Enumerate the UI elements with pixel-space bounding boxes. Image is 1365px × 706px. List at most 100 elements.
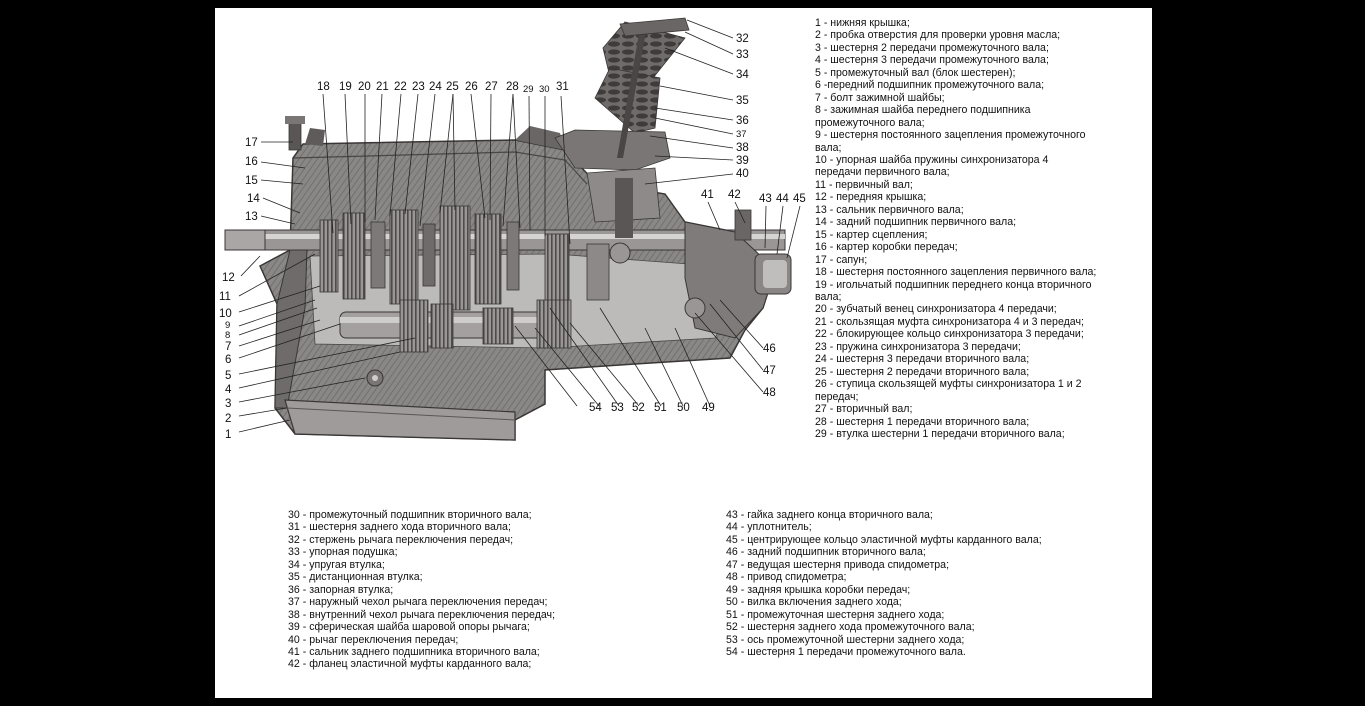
rear-cover-and-flange xyxy=(684,209,792,339)
legend-item-7: 7 - болт зажимной шайбы; xyxy=(815,91,945,104)
legend-item-2: 2 - пробка отверстия для проверки уровня… xyxy=(815,29,1061,42)
callout-40: 40 xyxy=(736,168,749,180)
callout-33: 33 xyxy=(736,49,749,61)
legend-item-46: 46 - задний подшипник вторичного вала; xyxy=(726,546,926,559)
callout-44: 44 xyxy=(776,193,789,205)
legend-item-28: 28 - шестерня 1 передачи вторичного вала… xyxy=(815,415,1030,428)
mainshaft-gears xyxy=(319,205,610,311)
legend-item-9-cont: вала; xyxy=(815,141,842,154)
callout-35: 35 xyxy=(736,95,749,107)
countershaft-gear-block xyxy=(339,299,572,387)
callout-14: 14 xyxy=(247,193,260,205)
callout-49: 49 xyxy=(702,402,715,414)
legend-item-42: 42 - фланец эластичной муфты карданного … xyxy=(288,658,532,671)
legend-item-19: 19 - игольчатый подшипник переднего конц… xyxy=(815,278,1092,291)
callout-5: 5 xyxy=(225,370,231,382)
legend-item-8: 8 - зажимная шайба переднего подшипника xyxy=(815,104,1031,117)
callout-17: 17 xyxy=(245,137,258,149)
callout-12: 12 xyxy=(222,272,235,284)
legend-item-44: 44 - уплотнитель; xyxy=(726,521,812,534)
legend-item-38: 38 - внутренний чехол рычага переключени… xyxy=(288,608,556,621)
legend-item-26-cont: передач; xyxy=(815,390,859,403)
callout-18: 18 xyxy=(317,81,330,93)
legend-item-6: 6 -передний подшипник промежуточного вал… xyxy=(815,79,1045,92)
legend-item-8-cont: промежуточного вала; xyxy=(815,116,925,129)
leader-lines xyxy=(238,19,801,433)
legend-item-34: 34 - упругая втулка; xyxy=(288,558,385,571)
callout-27: 27 xyxy=(485,81,498,93)
legend-item-19-cont: вала; xyxy=(815,290,842,303)
callout-41: 41 xyxy=(701,189,714,201)
callout-36: 36 xyxy=(736,115,749,127)
legend-item-3: 3 - шестерня 2 передачи промежуточного в… xyxy=(815,41,1049,54)
callout-9: 9 xyxy=(225,320,230,331)
legend-item-15: 15 - картер сцепления; xyxy=(815,228,928,241)
callout-11: 11 xyxy=(219,291,231,303)
legend-item-5: 5 - промежуточный вал (блок шестерен); xyxy=(815,66,1016,79)
callout-38: 38 xyxy=(736,142,749,154)
legend-item-25: 25 - шестерня 2 передачи вторичного вала… xyxy=(815,365,1030,378)
legend-item-20: 20 - зубчатый венец синхронизатора 4 пер… xyxy=(815,303,1057,316)
legend-item-50: 50 - вилка включения заднего хода; xyxy=(726,596,902,609)
legend-item-35: 35 - дистанционная втулка; xyxy=(288,571,423,584)
legend-item-52: 52 - шестерня заднего хода промежуточног… xyxy=(726,621,975,634)
legend-item-17: 17 - сапун; xyxy=(815,253,868,266)
callout-6: 6 xyxy=(225,354,231,366)
callout-42: 42 xyxy=(728,189,741,201)
legend-column-1: 1 - нижняя крышка; 2 - пробка отверстия … xyxy=(815,17,1147,440)
callout-7: 7 xyxy=(225,341,231,353)
legend-item-31: 31 - шестерня заднего хода вторичного ва… xyxy=(288,521,511,534)
callout-13: 13 xyxy=(245,211,258,223)
callout-19: 19 xyxy=(339,81,352,93)
legend-item-39: 39 - сферическая шайба шаровой опоры рыч… xyxy=(288,621,530,634)
legend-item-33: 33 - упорная подушка; xyxy=(288,546,398,559)
callout-54: 54 xyxy=(589,402,602,414)
callout-25: 25 xyxy=(446,81,459,93)
callout-22: 22 xyxy=(394,81,407,93)
callout-10: 10 xyxy=(219,308,232,320)
callout-21: 21 xyxy=(376,81,389,93)
legend-item-49: 49 - задняя крышка коробки передач; xyxy=(726,583,911,596)
callout-2: 2 xyxy=(225,413,231,425)
legend-item-10-cont: передачи первичного вала; xyxy=(815,166,950,179)
callout-51: 51 xyxy=(654,402,667,414)
callout-16: 16 xyxy=(245,156,258,168)
callout-45: 45 xyxy=(793,193,806,205)
callout-48: 48 xyxy=(763,387,776,399)
callout-20: 20 xyxy=(358,81,371,93)
legend-item-10: 10 - упорная шайба пружины синхронизатор… xyxy=(815,153,1049,166)
legend-item-27: 27 - вторичный вал; xyxy=(815,403,913,416)
legend-item-47: 47 - ведущая шестерня привода спидометра… xyxy=(726,558,950,571)
legend-item-41: 41 - сальник заднего подшипника вторично… xyxy=(288,645,540,658)
callout-26: 26 xyxy=(465,81,478,93)
legend-item-18: 18 - шестерня постоянного зацепления пер… xyxy=(815,266,1097,279)
legend-item-45: 45 - центрирующее кольцо эластичной муфт… xyxy=(726,533,1042,546)
legend-column-3: 43 - гайка заднего конца вторичного вала… xyxy=(726,509,1136,658)
callout-1: 1 xyxy=(225,429,231,441)
legend-item-48: 48 - привод спидометра; xyxy=(726,571,847,584)
callout-numbers: 1 2 3 4 5 6 7 8 9 10 11 12 13 14 15 16 1… xyxy=(219,33,806,441)
gearbox-cutaway-drawing: 1 2 3 4 5 6 7 8 9 10 11 12 13 14 15 16 1… xyxy=(219,17,806,441)
callout-53: 53 xyxy=(611,402,624,414)
legend-item-16: 16 - картер коробки передач; xyxy=(815,241,958,254)
legend-item-26: 26 - ступица скользящей муфты синхрониза… xyxy=(815,378,1082,391)
legend-item-43: 43 - гайка заднего конца вторичного вала… xyxy=(726,509,933,521)
callout-39: 39 xyxy=(736,155,749,167)
legend-item-22: 22 - блокирующее кольцо синхронизатора 3… xyxy=(815,328,1084,341)
legend-item-40: 40 - рычаг переключения передач; xyxy=(288,633,459,646)
legend-item-11: 11 - первичный вал; xyxy=(815,178,913,191)
legend-item-51: 51 - промежуточная шестерня заднего хода… xyxy=(726,608,945,621)
callout-31: 31 xyxy=(556,81,569,93)
legend-item-37: 37 - наружный чехол рычага переключения … xyxy=(288,596,548,609)
legend-item-29: 29 - втулка шестерни 1 передачи вторично… xyxy=(815,427,1065,440)
callout-46: 46 xyxy=(763,343,776,355)
legend-item-36: 36 - запорная втулка; xyxy=(288,583,394,596)
callout-8: 8 xyxy=(225,330,230,341)
callout-24: 24 xyxy=(429,81,442,93)
legend-item-4: 4 - шестерня 3 передачи промежуточного в… xyxy=(815,54,1049,67)
legend-item-32: 32 - стержень рычага переключения переда… xyxy=(288,533,514,546)
legend-item-12: 12 - передняя крышка; xyxy=(815,191,927,204)
legend-item-54: 54 - шестерня 1 передачи промежуточного … xyxy=(726,645,966,658)
callout-32: 32 xyxy=(736,33,749,45)
legend-item-9: 9 - шестерня постоянного зацепления пром… xyxy=(815,129,1086,142)
